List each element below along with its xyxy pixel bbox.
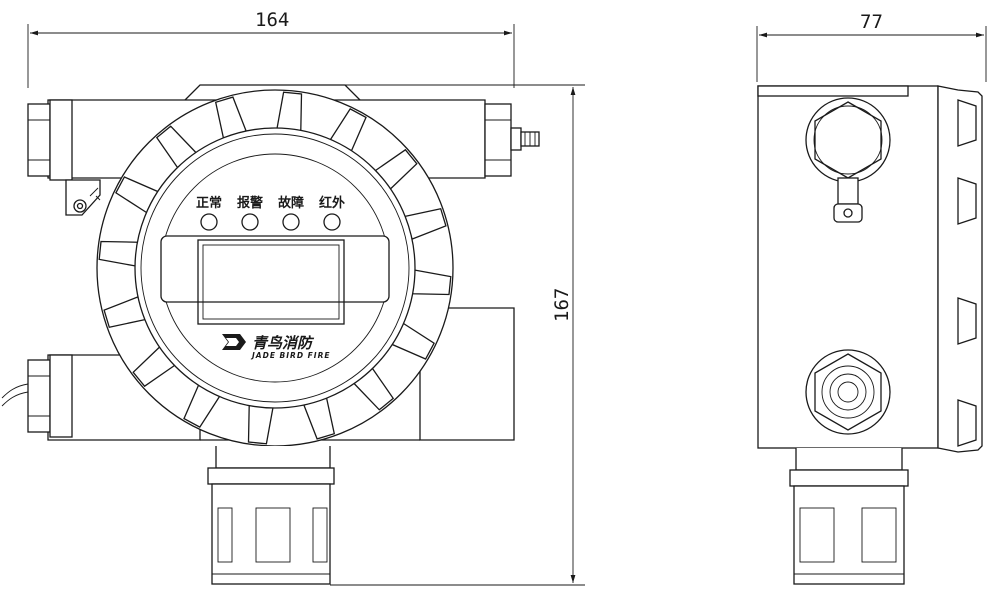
dimension-label-167: 167 [551, 288, 573, 322]
right-upper-cable-gland [484, 103, 540, 177]
side-cable-gland [789, 448, 909, 585]
indicator-label-infrared: 红外 [319, 195, 345, 211]
bottom-cable-gland [207, 446, 335, 585]
cover-ribs [98, 91, 452, 445]
indicator-panel: 正常 报警 故障 红外 [196, 195, 345, 231]
side-rib [957, 177, 977, 225]
left-lower-cable-gland [1, 354, 73, 438]
ground-screw-icon [65, 179, 101, 216]
dimension-label-164: 164 [255, 9, 289, 31]
side-bottom-gland [805, 349, 891, 435]
dimension-label-77: 77 [860, 11, 883, 33]
lcd-window [160, 235, 390, 303]
brand-name-en: JADE BIRD FIRE [250, 351, 331, 360]
dimension-front-width: 164 [27, 9, 515, 88]
side-view [757, 85, 983, 585]
left-upper-cable-gland [27, 99, 73, 181]
indicator-label-fault: 故障 [278, 195, 304, 211]
lcd-screen [197, 239, 345, 325]
brand-name-cn: 青鸟消防 [252, 334, 315, 352]
indicator-label-alarm: 报警 [237, 195, 263, 211]
brand-logo: 青鸟消防 JADE BIRD FIRE [222, 334, 331, 360]
indicator-led-fault [282, 213, 300, 231]
indicator-led-normal [200, 213, 218, 231]
dimension-side-width: 77 [756, 11, 987, 82]
indicator-led-infrared [323, 213, 341, 231]
side-rib [957, 99, 977, 147]
side-cover-ribs [957, 99, 977, 447]
side-top-gland [805, 97, 891, 223]
indicator-led-alarm [241, 213, 259, 231]
side-rib [957, 297, 977, 345]
indicator-label-normal: 正常 [196, 195, 222, 211]
front-view: 正常 报警 故障 红外 青鸟消防 JADE BIRD FIRE [1, 84, 540, 585]
side-rib [957, 399, 977, 447]
